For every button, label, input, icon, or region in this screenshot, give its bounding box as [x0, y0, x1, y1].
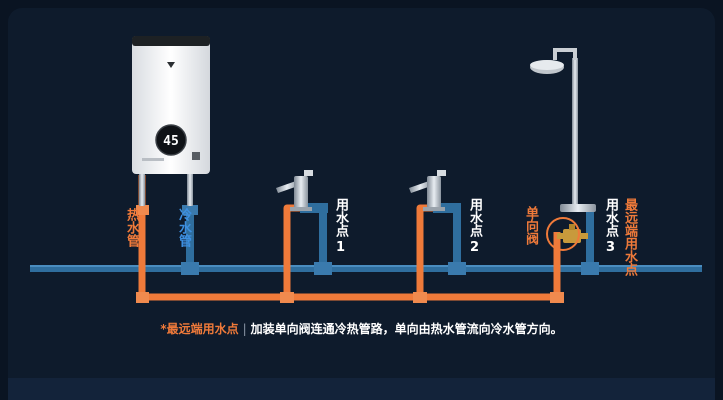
point-2-number: 2 [470, 240, 480, 255]
point-2-label: 用水点 [467, 198, 482, 237]
caption-highlight: *最远端用水点 [160, 322, 239, 336]
hot-pipe [138, 175, 561, 301]
cold-main-pipe [30, 265, 702, 272]
water-heater: 45 [132, 36, 210, 206]
cold-risers [186, 205, 594, 267]
pipe-fittings [136, 205, 599, 303]
caption-text: 加装单向阀连通冷热管路，单向由热水管流向冷水管方向。 [250, 322, 563, 336]
cold-pipe-label: 冷水管 [176, 208, 191, 247]
point-3-label: 用水点 [603, 198, 618, 237]
point-1-number: 1 [336, 240, 346, 255]
point-1-label: 用水点 [333, 198, 348, 237]
faucet-1 [276, 170, 328, 213]
faucet-2 [409, 170, 461, 213]
farthest-point-label: 最远端用水点 [622, 198, 637, 276]
hot-pipe-label: 热水管 [124, 208, 139, 247]
bottom-band [8, 378, 715, 400]
caption: *最远端用水点|加装单向阀连通冷热管路，单向由热水管流向冷水管方向。 [0, 320, 723, 337]
heater-display-value: 45 [163, 134, 179, 149]
background-panel [8, 8, 715, 400]
shower [530, 48, 596, 212]
caption-separator: | [242, 322, 247, 336]
point-3-number: 3 [606, 240, 616, 255]
check-valve-label: 单向阀 [523, 206, 538, 245]
check-valve [546, 217, 588, 251]
